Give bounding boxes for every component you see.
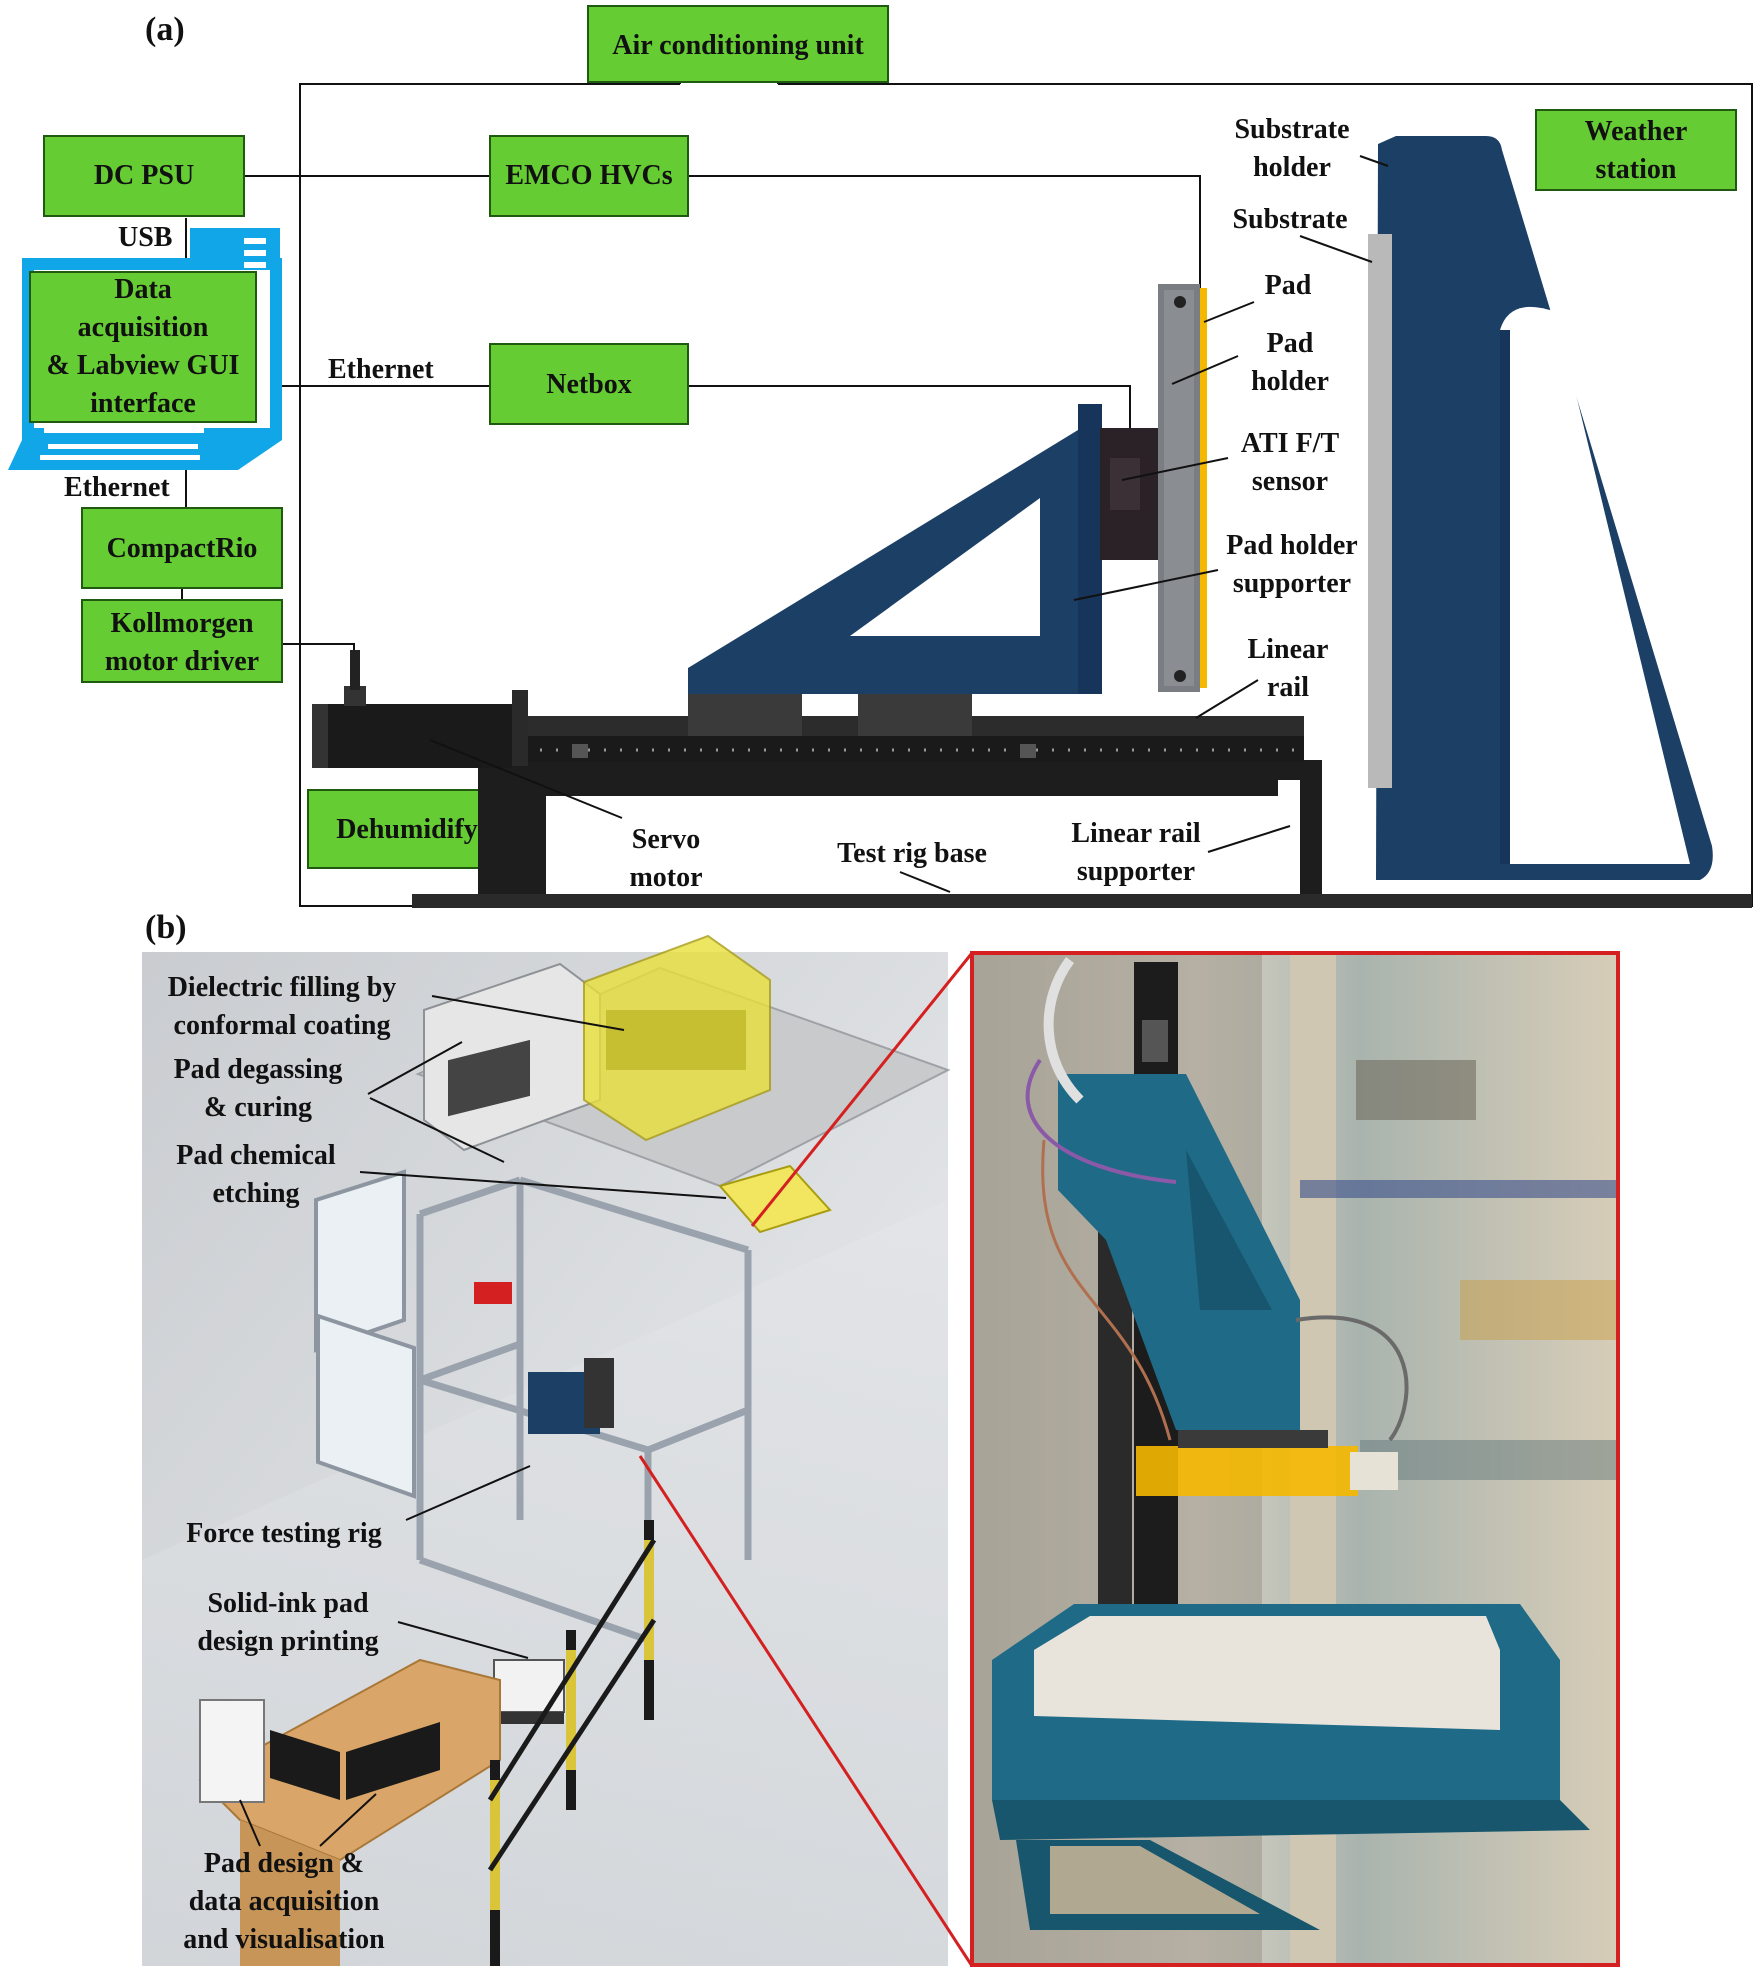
- etching-line-1: Pad chemical: [176, 1140, 336, 1171]
- pad-holder-line-1: Pad: [1267, 328, 1314, 359]
- netbox-label: Netbox: [546, 369, 632, 400]
- panel-a-label: (a): [145, 11, 185, 48]
- servo-motor: [312, 650, 512, 768]
- pad-holder-supporter: [688, 404, 1102, 694]
- dielectric-line-1: Dielectric filling by: [168, 972, 397, 1003]
- usb-label: USB: [118, 222, 172, 253]
- weather-station-box: [1535, 109, 1737, 191]
- dc-psu-label: DC PSU: [94, 160, 194, 191]
- data-acquisition-box: [29, 271, 257, 423]
- substrate: [1368, 234, 1392, 788]
- printing-line-2: design printing: [197, 1626, 378, 1657]
- pad-holder-supporter-line-2: supporter: [1233, 568, 1351, 599]
- emco-box: [489, 135, 689, 217]
- pad-holder-leader: [1171, 355, 1239, 385]
- degassing-leader-pump: [369, 1097, 505, 1163]
- dc-psu-box: [43, 135, 245, 217]
- design-line-1: Pad design &: [204, 1848, 364, 1879]
- design-line-3: and visualisation: [183, 1924, 385, 1955]
- ethernet-bottom-label: Ethernet: [64, 472, 170, 503]
- kollmorgen-line-2: motor driver: [105, 646, 259, 677]
- linear-rail-line-2: rail: [1267, 672, 1309, 703]
- test-rig-base-leader: [899, 871, 951, 893]
- compactrio-label: CompactRio: [107, 533, 258, 564]
- ati-sensor-line-1: ATI F/T: [1241, 428, 1340, 459]
- dehumidify-label: Dehumidify: [336, 814, 478, 845]
- force-rig-photo: [970, 951, 1620, 1967]
- printing-leader: [397, 1621, 529, 1659]
- servo-motor-line-1: Servo: [632, 824, 700, 855]
- force-rig-label: Force testing rig: [186, 1518, 381, 1549]
- printing-line-1: Solid-ink pad: [207, 1588, 369, 1619]
- pad-leader: [1203, 301, 1255, 323]
- weather-station-line-2: station: [1596, 154, 1677, 185]
- data-acquisition-line-1: Data: [114, 274, 172, 305]
- degassing-line-1: Pad degassing: [174, 1054, 343, 1085]
- pad-label: Pad: [1265, 270, 1312, 301]
- linear-rail-supporter-line-1: Linear rail: [1071, 818, 1201, 849]
- design-leader-tower: [239, 1799, 261, 1847]
- substrate-leader: [1299, 235, 1373, 263]
- pad-holder-line-2: holder: [1251, 366, 1329, 397]
- air-conditioning-label: Air conditioning unit: [612, 30, 864, 61]
- pad-holder: [1158, 284, 1200, 692]
- linear-rail-supporter-leader: [1207, 825, 1291, 853]
- kollmorgen-line-1: Kollmorgen: [110, 608, 254, 639]
- test-rig-base-label: Test rig base: [837, 838, 987, 869]
- kollmorgen-box: [81, 599, 283, 683]
- ati-sensor: [1100, 428, 1158, 560]
- data-acquisition-line-3: & Labview GUI: [47, 350, 240, 381]
- design-line-2: data acquisition: [189, 1886, 380, 1917]
- panel-b-label: (b): [145, 909, 187, 946]
- air-conditioning-box: [587, 5, 889, 83]
- test-rig-base: [412, 760, 1752, 908]
- etching-leader: [359, 1171, 727, 1199]
- compactrio-box: [81, 507, 283, 589]
- pad: [1200, 288, 1207, 688]
- linear-rail-supporter-line-2: supporter: [1077, 856, 1195, 887]
- force-rig-leader: [405, 1465, 531, 1521]
- substrate-holder-line-1: Substrate: [1234, 114, 1349, 145]
- degassing-line-2: & curing: [204, 1092, 312, 1123]
- ati-sensor-leader: [1121, 457, 1229, 481]
- zoom-connector-bottom: [638, 1455, 974, 1967]
- kollmorgen-to-motor-line: [282, 643, 355, 680]
- lab-rendering: [142, 934, 951, 1966]
- emco-label: EMCO HVCs: [505, 160, 672, 191]
- data-acquisition-line-2: acquisition: [78, 312, 209, 343]
- pad-holder-supporter-line-1: Pad holder: [1226, 530, 1357, 561]
- ati-sensor-line-2: sensor: [1252, 466, 1328, 497]
- pad-holder-supporter-leader: [1073, 569, 1219, 601]
- rail-carriages: [688, 694, 972, 736]
- substrate-holder: [1376, 136, 1713, 880]
- substrate-holder-line-2: holder: [1253, 152, 1331, 183]
- dielectric-line-2: conformal coating: [174, 1010, 391, 1041]
- design-leader-monitor: [319, 1793, 377, 1847]
- etching-line-2: etching: [212, 1178, 299, 1209]
- weather-station-line-1: Weather: [1585, 116, 1688, 147]
- degassing-leader-oven: [367, 1041, 463, 1095]
- emco-to-pad-line: [688, 175, 1201, 290]
- servo-motor-leader: [429, 739, 623, 819]
- netbox-box: [489, 343, 689, 425]
- netbox-to-sensor-line: [688, 385, 1131, 428]
- servo-motor-line-2: motor: [629, 862, 702, 893]
- data-acquisition-line-4: interface: [90, 388, 196, 419]
- zoom-connector-top: [750, 952, 974, 1227]
- linear-rail-line-1: Linear: [1248, 634, 1329, 665]
- substrate-label: Substrate: [1232, 204, 1347, 235]
- dehumidify-box: [307, 789, 507, 869]
- ethernet-top-label: Ethernet: [328, 354, 434, 385]
- substrate-holder-leader: [1359, 155, 1389, 167]
- linear-rail-leader: [1195, 679, 1259, 719]
- dielectric-leader: [431, 995, 625, 1031]
